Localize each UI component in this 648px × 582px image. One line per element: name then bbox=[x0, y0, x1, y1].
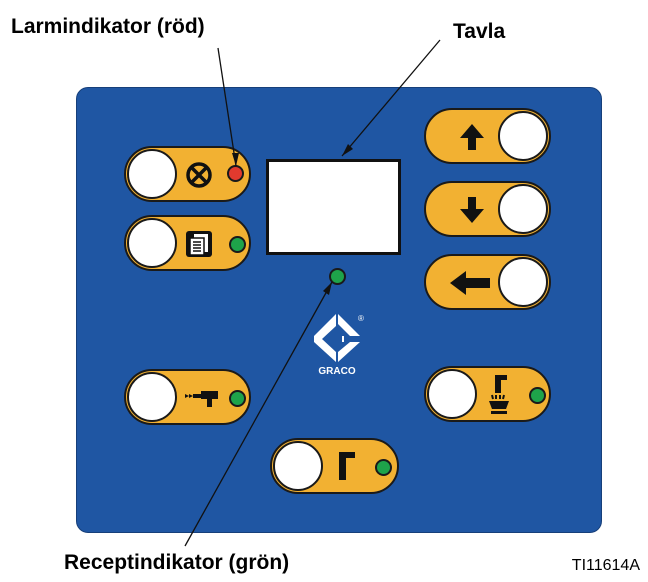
gun-icon bbox=[334, 450, 358, 484]
down-arrow-button-circle[interactable] bbox=[498, 184, 548, 234]
alarm-reset-button[interactable] bbox=[124, 146, 251, 202]
figure-id: TI11614A bbox=[571, 557, 640, 574]
gun-button-circle[interactable] bbox=[273, 441, 323, 491]
graco-logo bbox=[312, 312, 362, 364]
spray-gun-icon bbox=[184, 385, 220, 409]
gun-button[interactable] bbox=[270, 438, 399, 494]
alarm-indicator-led bbox=[227, 165, 244, 182]
up-arrow-button-circle[interactable] bbox=[498, 111, 548, 161]
up-arrow-button[interactable] bbox=[424, 108, 551, 164]
spray-gun-button[interactable] bbox=[124, 369, 251, 425]
spray-gun-button-circle[interactable] bbox=[127, 372, 177, 422]
alarm-reset-button-circle[interactable] bbox=[127, 149, 177, 199]
recipe-list-button[interactable] bbox=[124, 215, 251, 271]
enter-button[interactable] bbox=[424, 254, 551, 310]
gun-flush-button-circle[interactable] bbox=[427, 369, 477, 419]
arrow-up-icon bbox=[458, 122, 486, 152]
gun-led bbox=[375, 459, 392, 476]
enter-button-circle[interactable] bbox=[498, 257, 548, 307]
graco-logo-text: GRACO bbox=[318, 366, 356, 377]
display-callout: Tavla bbox=[453, 20, 506, 43]
recipe-list-button-circle[interactable] bbox=[127, 218, 177, 268]
gun-flush-led bbox=[529, 387, 546, 404]
gun-flush-icon bbox=[486, 373, 512, 417]
arrow-down-icon bbox=[458, 195, 486, 225]
recipe-indicator-callout: Receptindikator (grön) bbox=[64, 551, 290, 574]
display-screen bbox=[266, 159, 401, 255]
spray-gun-led bbox=[229, 390, 246, 407]
recipe-list-icon bbox=[185, 230, 213, 258]
gun-flush-button[interactable] bbox=[424, 366, 551, 422]
recipe-list-led bbox=[229, 236, 246, 253]
registered-mark: ® bbox=[358, 314, 364, 323]
alarm-reset-icon bbox=[185, 161, 213, 189]
recipe-indicator-led bbox=[329, 268, 346, 285]
alarm-indicator-callout: Larmindikator (röd) bbox=[11, 15, 205, 38]
down-arrow-button[interactable] bbox=[424, 181, 551, 237]
enter-icon bbox=[448, 269, 492, 297]
